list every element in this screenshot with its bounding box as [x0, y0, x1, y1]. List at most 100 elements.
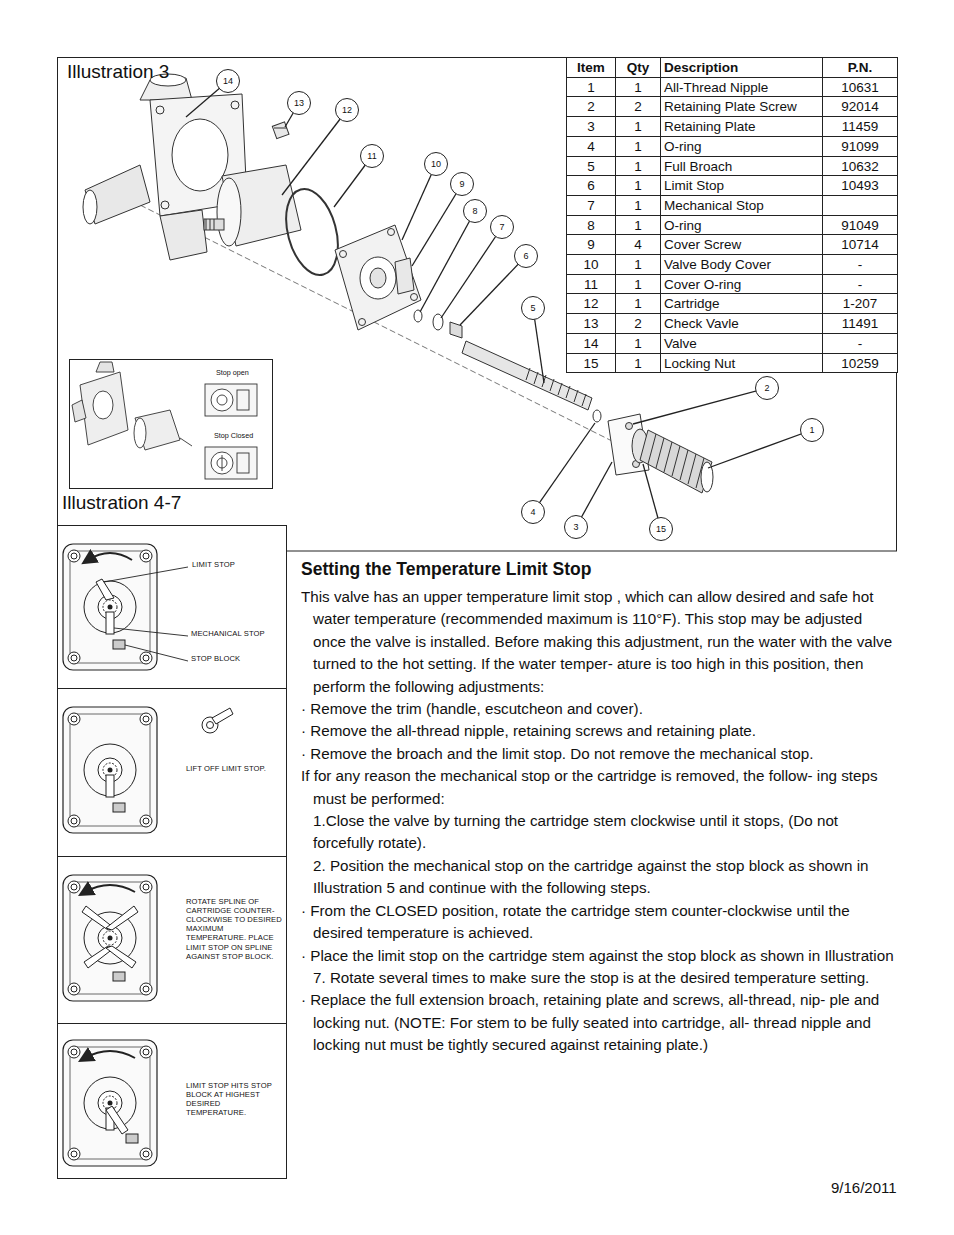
cell-text: 10: [583, 257, 598, 272]
cell-text: 4: [634, 237, 642, 252]
cell-text: Cartridge: [664, 296, 720, 311]
cell-text: 1: [634, 178, 642, 193]
callout-text: LIMIT STOP HITS STOP BLOCK AT HIGHEST DE…: [186, 1081, 282, 1117]
cell-text: 12: [583, 296, 598, 311]
cell-text: Retaining Plate Screw: [664, 99, 797, 114]
table-cell: 5: [566, 156, 616, 176]
column-heading: Qty: [627, 60, 650, 75]
table-cell: 7: [566, 195, 616, 216]
paragraph: This valve has an upper temperature limi…: [301, 586, 898, 698]
cell-text: Valve Body Cover: [664, 257, 771, 272]
cell-text: Valve: [664, 336, 697, 351]
table-cell: Full Broach: [660, 156, 823, 176]
table-cell: 1: [615, 274, 661, 294]
callout-text: LIMIT STOP: [192, 560, 282, 569]
callout-number: 14: [216, 69, 240, 93]
cell-text: 1: [634, 257, 642, 272]
paragraph: · Place the limit stop on the cartridge …: [301, 945, 898, 990]
body-text: This valve has an upper temperature limi…: [301, 586, 898, 1057]
table-cell: O-ring: [660, 136, 823, 157]
cell-text: Limit Stop: [664, 178, 724, 193]
cell-text: 2: [587, 99, 595, 114]
table-cell: 1-207: [822, 293, 898, 314]
cell-text: 10493: [841, 178, 879, 193]
step-panel: LIMIT STOP HITS STOP BLOCK AT HIGHEST DE…: [57, 1023, 287, 1179]
table-cell: 92014: [822, 96, 898, 117]
cell-text: Retaining Plate: [664, 119, 756, 134]
cell-text: 1: [634, 119, 642, 134]
table-cell: 10631: [822, 77, 898, 97]
cell-text: 10631: [841, 80, 879, 95]
table-cell: 6: [566, 175, 616, 196]
table-cell: -: [822, 254, 898, 275]
cell-text: All-Thread Nipple: [664, 80, 768, 95]
column-heading: P.N.: [848, 60, 873, 75]
numbered-step: 2. Position the mechanical stop on the c…: [301, 855, 898, 900]
step-panel: LIFT OFF LIMIT STOP.: [57, 688, 287, 857]
callout-number: 10: [424, 152, 448, 176]
inset-box: Stop openStop Closed: [69, 359, 273, 489]
table-cell: 10259: [822, 353, 898, 373]
callout-number: 2: [755, 376, 779, 400]
cell-text: 1-207: [843, 296, 878, 311]
callout-number: 15: [649, 517, 673, 541]
cell-text: 2: [634, 99, 642, 114]
cell-text: 91049: [841, 218, 879, 233]
cell-text: 1: [634, 139, 642, 154]
cell-text: 15: [583, 356, 598, 371]
cell-text: 1: [634, 198, 642, 213]
table-header-cell: Qty: [615, 57, 661, 78]
table-cell: 3: [566, 116, 616, 137]
cell-text: O-ring: [664, 139, 702, 154]
table-cell: -: [822, 333, 898, 354]
table-cell: 1: [615, 175, 661, 196]
cell-text: Mechanical Stop: [664, 198, 764, 213]
table-cell: Valve Body Cover: [660, 254, 823, 275]
cell-text: 13: [583, 316, 598, 331]
paragraph: · Replace the full extension broach, ret…: [301, 989, 898, 1056]
table-cell: 1: [615, 353, 661, 373]
table-cell: Check Vavle: [660, 313, 823, 334]
cell-text: -: [858, 277, 863, 292]
callout-number: 4: [521, 500, 545, 524]
date-stamp: 9/16/2011: [831, 1179, 897, 1196]
table-cell: All-Thread Nipple: [660, 77, 823, 97]
paragraph: · Remove the broach and the limit stop. …: [301, 743, 898, 765]
cell-text: 4: [587, 139, 595, 154]
table-cell: 11: [566, 274, 616, 294]
figure-heading: Illustration 4-7: [62, 492, 181, 514]
cell-text: 10259: [841, 356, 879, 371]
table-cell: 1: [615, 156, 661, 176]
cell-text: -: [858, 257, 863, 272]
table-cell: 10493: [822, 175, 898, 196]
cell-text: 1: [634, 159, 642, 174]
callout-number: 12: [335, 98, 359, 122]
table-cell: 9: [566, 234, 616, 255]
table-cell: 10: [566, 254, 616, 275]
table-header-cell: P.N.: [822, 57, 898, 78]
table-cell: 1: [615, 333, 661, 354]
callout-number: 11: [360, 144, 384, 168]
table-cell: Retaining Plate Screw: [660, 96, 823, 117]
cell-text: 11491: [842, 316, 879, 331]
cell-text: Full Broach: [664, 159, 732, 174]
table-header-cell: Description: [660, 57, 823, 78]
table-cell: 91049: [822, 215, 898, 235]
section-title: Setting the Temperature Limit Stop: [301, 559, 591, 580]
table-cell: 10714: [822, 234, 898, 255]
table-cell: 1: [615, 136, 661, 157]
table-cell: 1: [615, 215, 661, 235]
cell-text: 3: [587, 119, 595, 134]
paragraph: · From the CLOSED position, rotate the c…: [301, 900, 898, 945]
cell-text: 1: [634, 336, 642, 351]
cell-text: O-ring: [664, 218, 702, 233]
step-panel: LIMIT STOPMECHANICAL STOPSTOP BLOCK: [57, 525, 287, 689]
table-cell: 11491: [822, 313, 898, 334]
cell-text: Cover O-ring: [664, 277, 741, 292]
table-cell: 8: [566, 215, 616, 235]
cell-text: 1: [587, 80, 595, 95]
table-cell: 2: [566, 96, 616, 117]
table-cell: -: [822, 274, 898, 294]
cell-text: 8: [587, 218, 595, 233]
cell-text: Check Vavle: [664, 316, 739, 331]
